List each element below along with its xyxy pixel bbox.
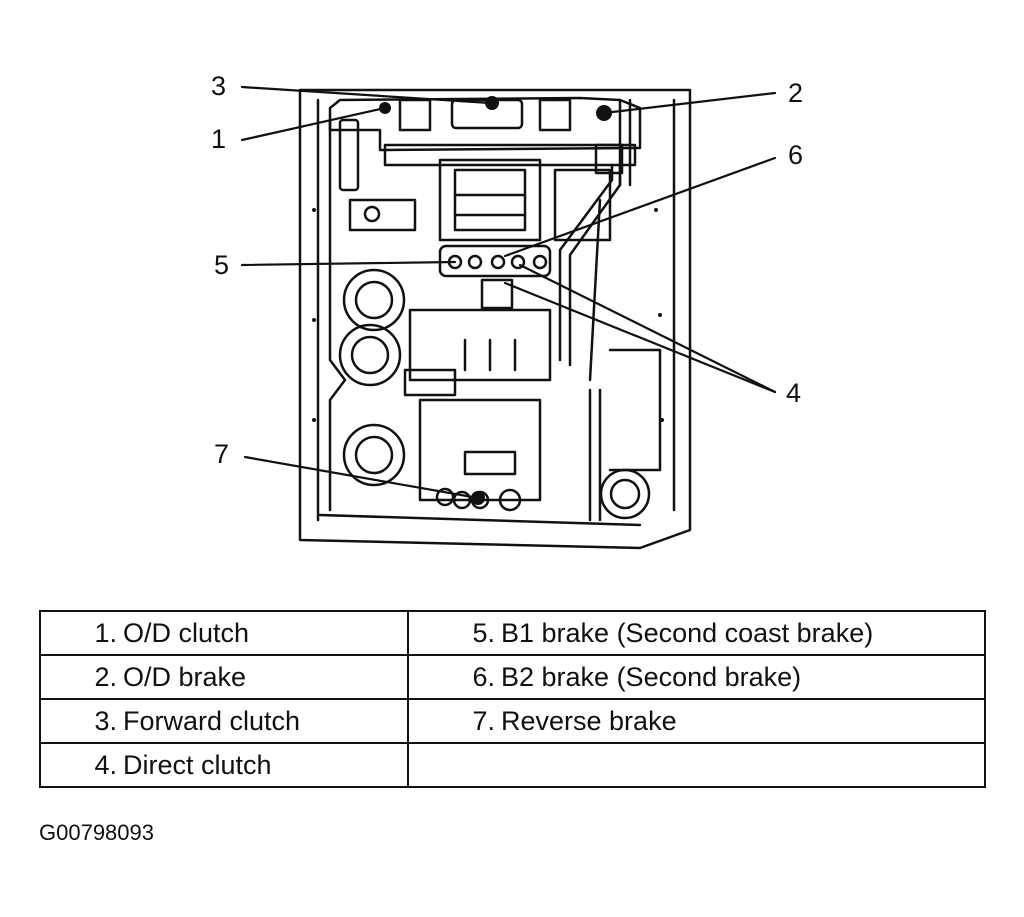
leader-lines bbox=[240, 85, 777, 500]
legend-cell bbox=[407, 742, 986, 788]
legend-row: 4.Direct clutch bbox=[39, 742, 986, 788]
legend-cell: 7.Reverse brake bbox=[407, 698, 986, 744]
callout-7: 7 bbox=[214, 439, 230, 469]
legend-row: 1.O/D clutch 5.B1 brake (Second coast br… bbox=[39, 610, 986, 656]
top-rail bbox=[328, 96, 642, 152]
legend-cell: 2.O/D brake bbox=[39, 654, 409, 700]
legend-cell: 4.Direct clutch bbox=[39, 742, 409, 788]
case-outline bbox=[298, 88, 692, 550]
legend-cell: 5.B1 brake (Second coast brake) bbox=[407, 610, 986, 656]
callout-2: 2 bbox=[788, 78, 804, 108]
callout-6: 6 bbox=[788, 140, 804, 170]
legend-cell: 3.Forward clutch bbox=[39, 698, 409, 744]
callout-4: 4 bbox=[786, 378, 802, 408]
legend-table: 1.O/D clutch 5.B1 brake (Second coast br… bbox=[39, 610, 986, 788]
legend-row: 2.O/D brake 6.B2 brake (Second brake) bbox=[39, 654, 986, 700]
legend-cell: 6.B2 brake (Second brake) bbox=[407, 654, 986, 700]
legend-row: 3.Forward clutch 7.Reverse brake bbox=[39, 698, 986, 744]
figure-code: G00798093 bbox=[39, 820, 154, 845]
legend-cell: 1.O/D clutch bbox=[39, 610, 409, 656]
valve-body-diagram bbox=[240, 85, 777, 550]
callout-5: 5 bbox=[214, 250, 230, 280]
callout-1: 1 bbox=[211, 124, 227, 154]
callout-3: 3 bbox=[211, 71, 227, 101]
